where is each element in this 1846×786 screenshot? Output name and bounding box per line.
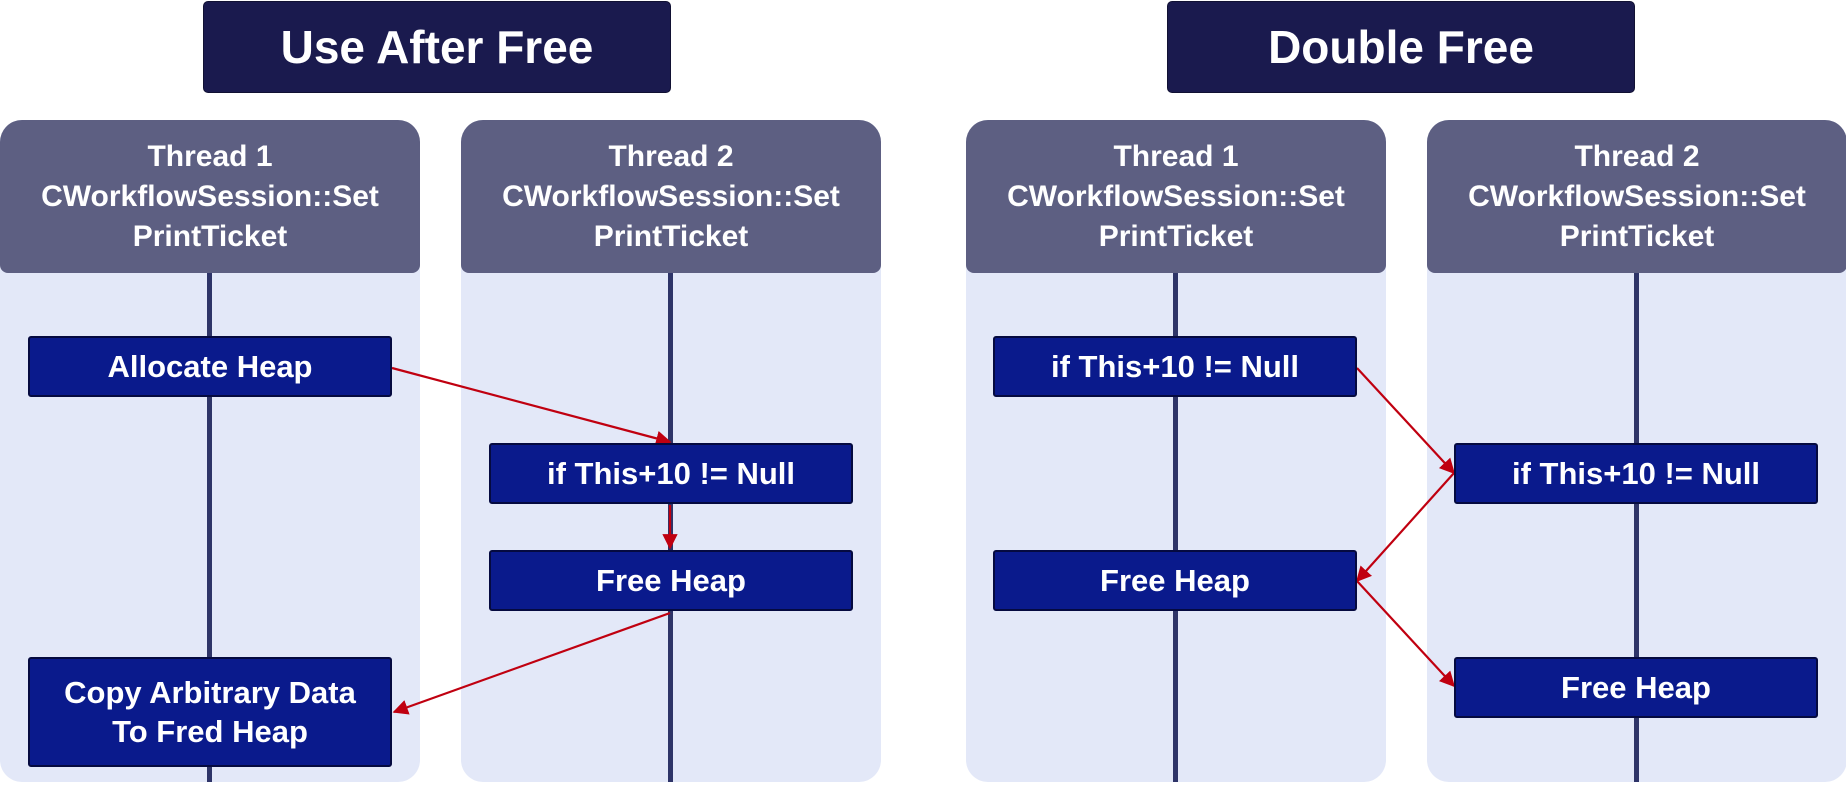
uaf-arrow-free-to-copy (392, 611, 671, 715)
df-t2-null-check-step: if This+10 != Null (1454, 443, 1818, 504)
df-t1-free-heap-step: Free Heap (993, 550, 1357, 611)
df-t1-null-check-step: if This+10 != Null (993, 336, 1357, 397)
function-name-line2: PrintTicket (593, 219, 749, 253)
use-after-free-title: Use After Free (203, 1, 671, 93)
uaf-thread1-lifeline (207, 273, 212, 782)
uaf-allocate-heap-step: Allocate Heap (28, 336, 392, 397)
df-thread1-lifeline (1173, 273, 1178, 782)
thread-name: Thread 2 (608, 139, 734, 173)
function-name-line1: CWorkflowSession::Set (1007, 179, 1345, 213)
df-thread2-lifeline (1634, 273, 1639, 782)
uaf-null-check-step: if This+10 != Null (489, 443, 853, 504)
uaf-free-heap-step: Free Heap (489, 550, 853, 611)
uaf-copy-data-step: Copy Arbitrary Data To Fred Heap (28, 657, 392, 767)
df-t2-free-heap-step: Free Heap (1454, 657, 1818, 718)
copy-step-line2: To Fred Heap (112, 714, 308, 749)
copy-step-line1: Copy Arbitrary Data (64, 675, 356, 710)
function-name-line1: CWorkflowSession::Set (41, 179, 379, 213)
function-name-line1: CWorkflowSession::Set (502, 179, 840, 213)
df-arrow-t1check-to-t2check (1356, 367, 1456, 475)
thread-name: Thread 2 (1574, 139, 1700, 173)
double-free-title: Double Free (1167, 1, 1635, 93)
df-thread2-header: Thread 2 CWorkflowSession::Set PrintTick… (1427, 120, 1846, 273)
df-arrow-t1free-to-t2free (1356, 580, 1456, 688)
function-name-line2: PrintTicket (1559, 219, 1715, 253)
function-name-line1: CWorkflowSession::Set (1468, 179, 1806, 213)
thread-name: Thread 1 (147, 139, 273, 173)
df-arrow-t2check-to-t1free (1355, 472, 1455, 583)
df-thread1-header: Thread 1 CWorkflowSession::Set PrintTick… (966, 120, 1386, 273)
uaf-thread2-header: Thread 2 CWorkflowSession::Set PrintTick… (461, 120, 881, 273)
uaf-arrow-allocate-to-check (391, 366, 672, 446)
thread-name: Thread 1 (1113, 139, 1239, 173)
function-name-line2: PrintTicket (1098, 219, 1254, 253)
function-name-line2: PrintTicket (132, 219, 288, 253)
uaf-thread1-header: Thread 1 CWorkflowSession::Set PrintTick… (0, 120, 420, 273)
df-thread1-lane: Thread 1 CWorkflowSession::Set PrintTick… (966, 120, 1386, 782)
